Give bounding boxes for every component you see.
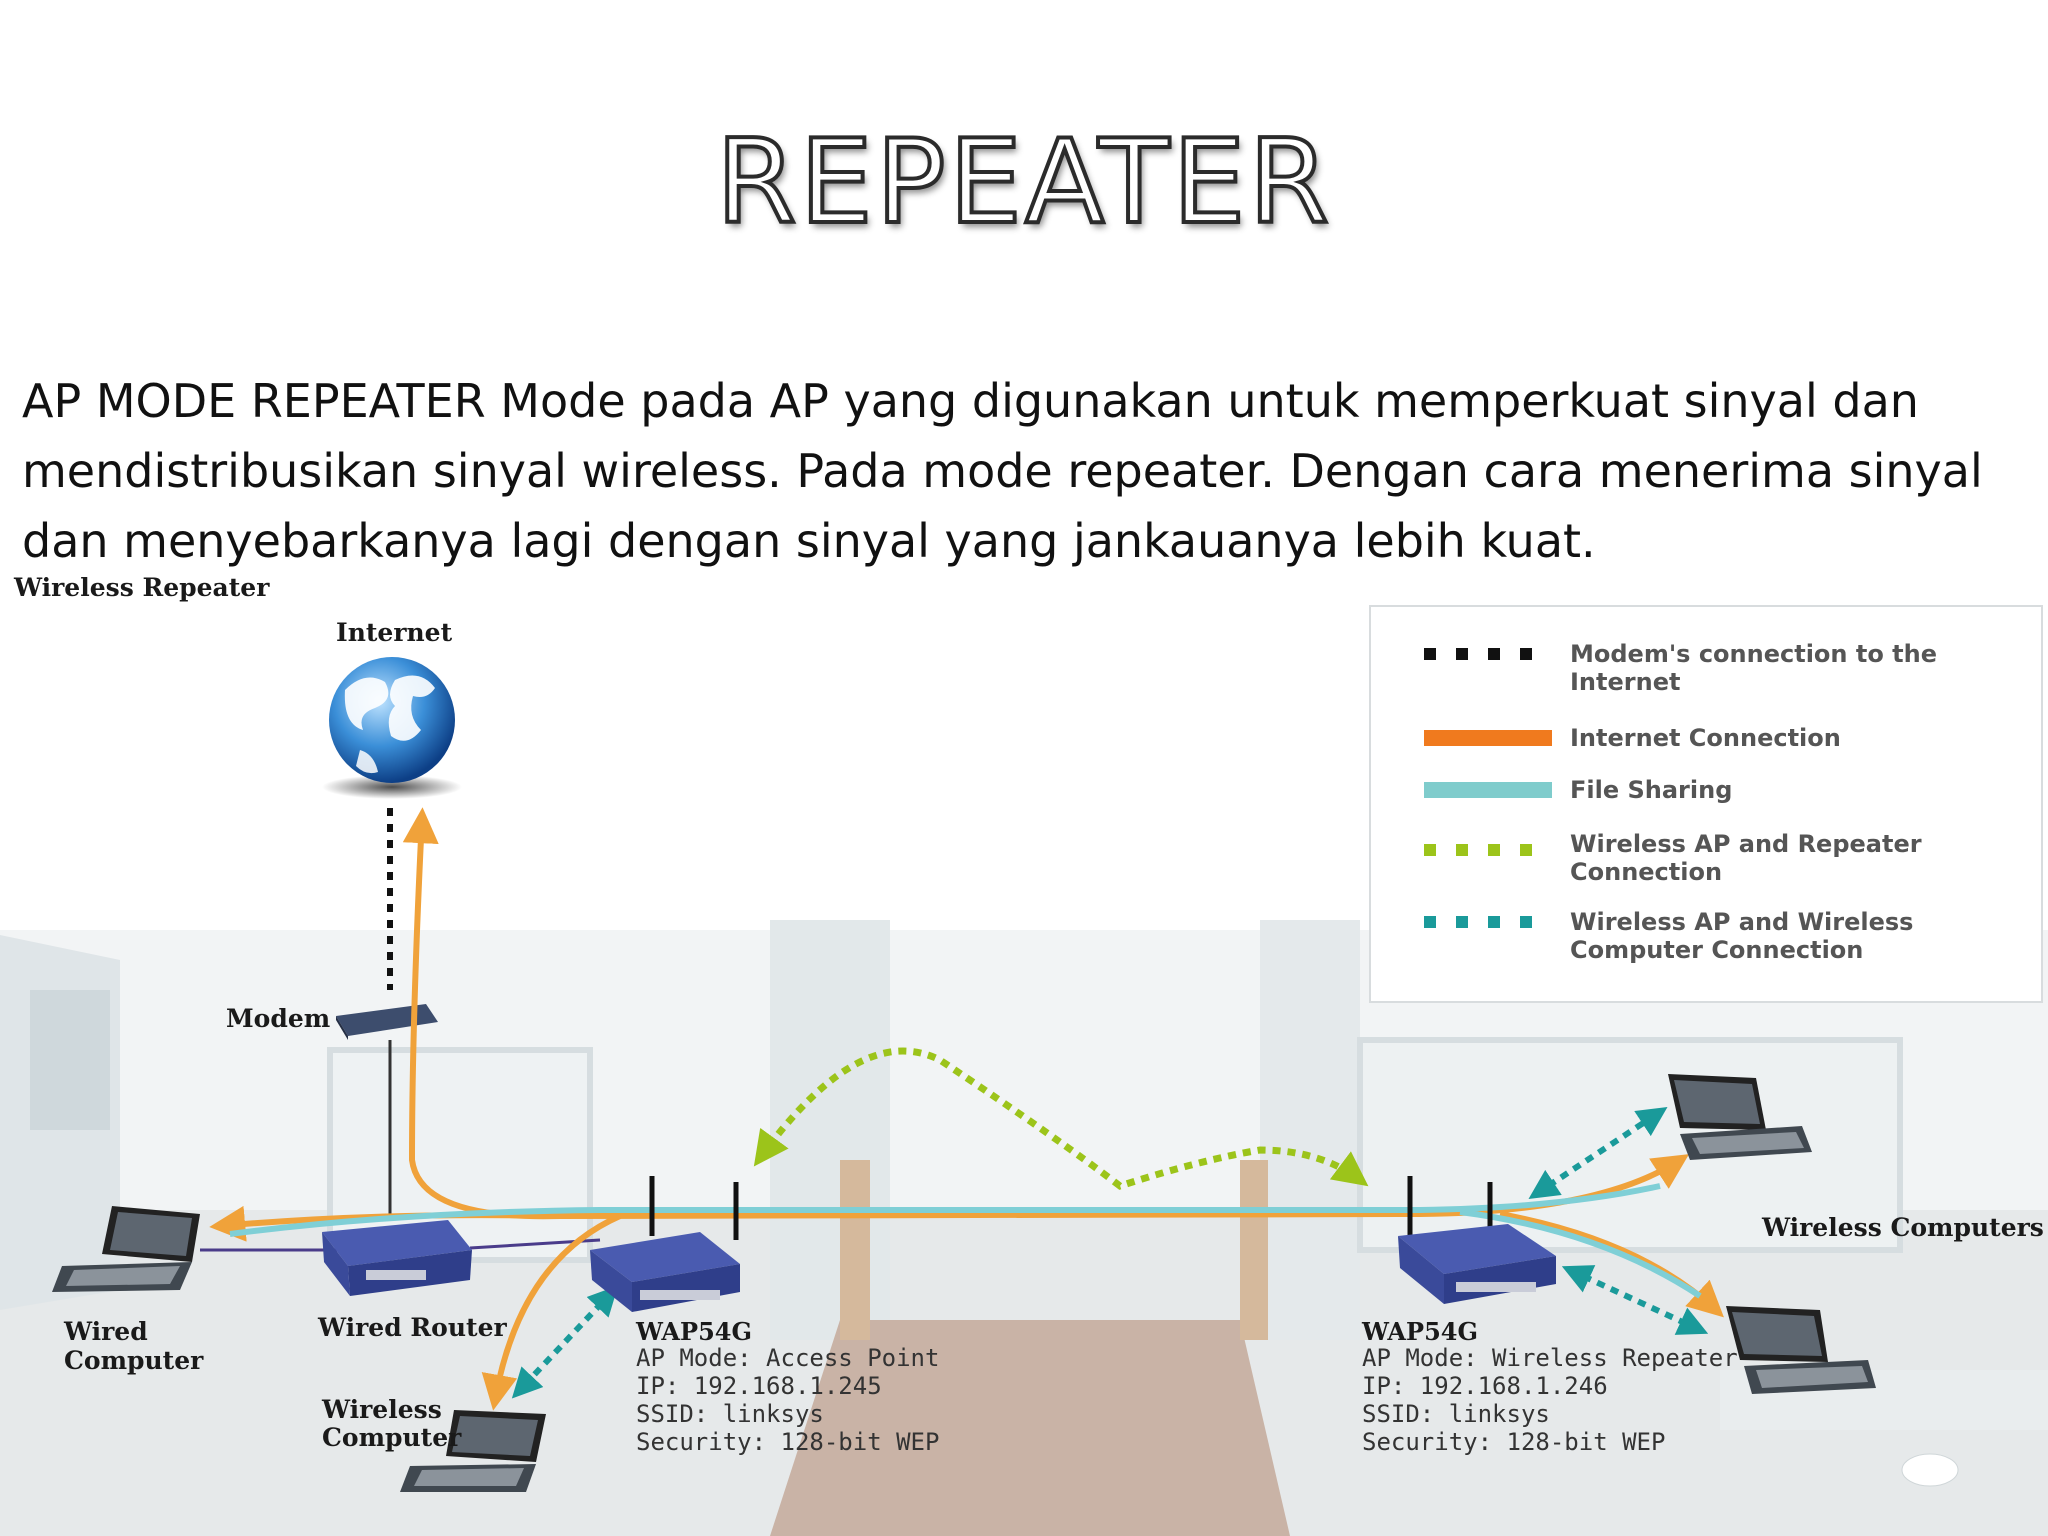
modem-label: Modem [226, 1004, 330, 1033]
svg-text:Security: 128-bit WEP: Security: 128-bit WEP [1362, 1428, 1665, 1456]
access-point-info: WAP54G AP Mode: Access Point IP: 192.168… [635, 1317, 939, 1456]
svg-text:IP: 192.168.1.246: IP: 192.168.1.246 [1362, 1372, 1608, 1400]
svg-text:AP Mode: Wireless Repeater: AP Mode: Wireless Repeater [1362, 1344, 1738, 1372]
svg-text:WAP54G: WAP54G [635, 1317, 752, 1346]
wireless-computer-laptop-icon [1726, 1306, 1876, 1394]
wireless-computers-label: Wireless Computers [1761, 1213, 2044, 1242]
wired-router-label: Wired Router [317, 1313, 507, 1342]
repeater-router-icon [1398, 1176, 1556, 1304]
legend-item-ap-repeater: Wireless AP and Repeater Connection [1570, 830, 1930, 886]
wired-computer-laptop-icon [52, 1206, 200, 1292]
legend: Modem's connection to the Internet Inter… [1369, 605, 2043, 1003]
wireless-computer-laptop-icon [400, 1410, 546, 1492]
body-line: dan menyebarkanya lagi dengan sinyal yan… [22, 514, 1596, 568]
legend-item-file-sharing: File Sharing [1570, 776, 1732, 804]
room-background [0, 920, 2048, 1536]
wireless-computer-laptop-icon [1668, 1074, 1812, 1160]
slide-body-text: AP MODE REPEATER Mode pada AP yang digun… [22, 366, 2022, 576]
ap-repeater-wireless-link [753, 1047, 1369, 1190]
svg-text:WAP54G: WAP54G [1361, 1317, 1478, 1346]
wired-router-icon [322, 1220, 472, 1296]
svg-text:AP Mode: Access Point: AP Mode: Access Point [636, 1344, 939, 1372]
legend-item-modem: Modem's connection to the Internet [1570, 640, 1945, 696]
internet-label: Internet [336, 618, 453, 647]
legend-item-ap-wireless: Wireless AP and Wireless Computer Connec… [1570, 908, 1922, 964]
wireless-computer-label: Wireless Computer [321, 1395, 462, 1452]
access-point-router-icon [590, 1176, 740, 1312]
ap-wireless-computer-links [511, 1107, 1709, 1399]
wired-computer-label: Wired Computer [63, 1317, 204, 1375]
repeater-info: WAP54G AP Mode: Wireless Repeater IP: 19… [1361, 1317, 1738, 1456]
svg-text:SSID: linksys: SSID: linksys [1362, 1400, 1550, 1428]
diagram-heading: Wireless Repeater [13, 573, 270, 602]
legend-item-internet: Internet Connection [1570, 724, 1841, 752]
slide-title: REPEATER [714, 113, 1333, 252]
svg-text:SSID: linksys: SSID: linksys [636, 1400, 824, 1428]
body-line: AP MODE REPEATER Mode pada AP yang digun… [22, 374, 1919, 428]
body-line: mendistribusikan sinyal wireless. Pada m… [22, 444, 1983, 498]
svg-text:Security: 128-bit WEP: Security: 128-bit WEP [636, 1428, 939, 1456]
svg-text:IP: 192.168.1.245: IP: 192.168.1.245 [636, 1372, 882, 1400]
internet-globe-icon [322, 657, 462, 799]
